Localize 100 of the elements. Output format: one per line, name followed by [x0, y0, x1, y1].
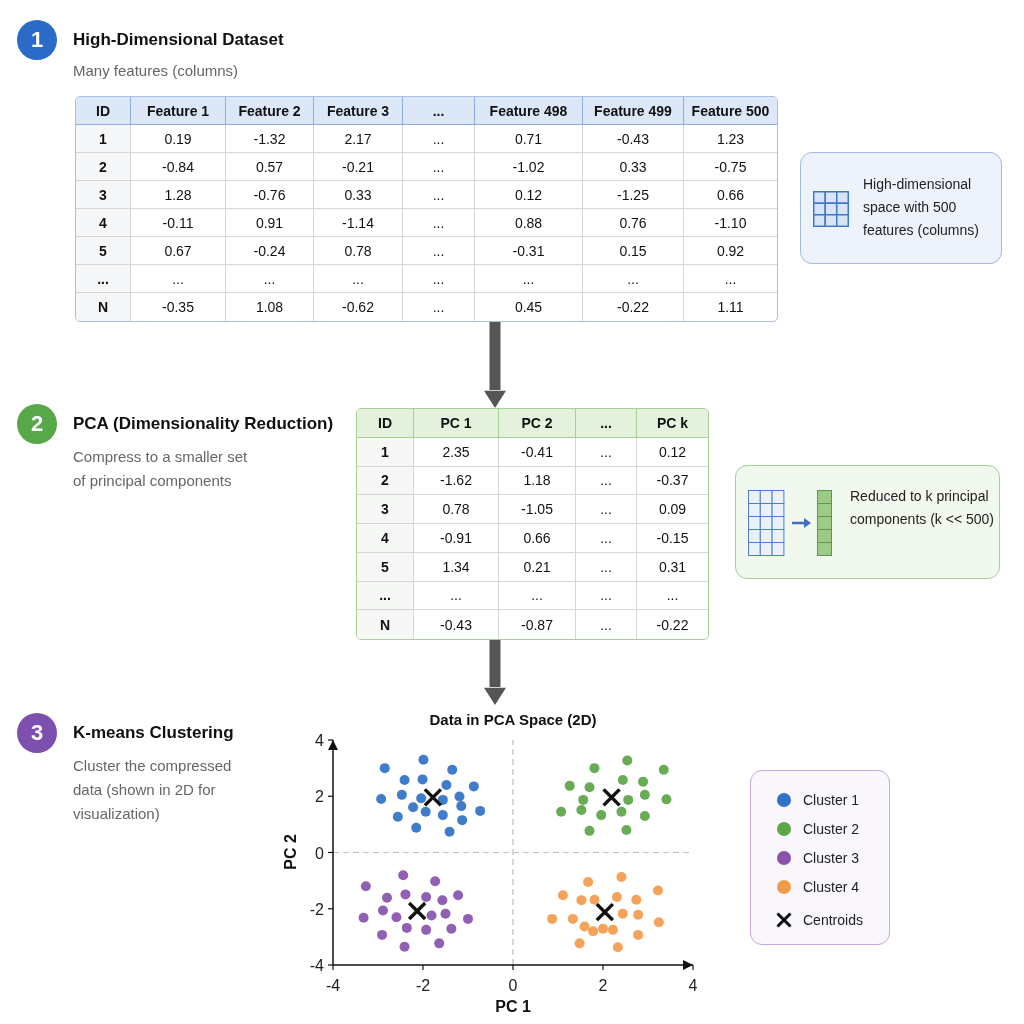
cell-value: 1.08	[226, 293, 314, 321]
cell-value: 0.78	[414, 495, 499, 524]
arrow	[484, 640, 506, 705]
row-label: 3	[76, 181, 131, 209]
cell-value: -1.62	[414, 466, 499, 496]
row-label: 5	[357, 552, 414, 582]
cell-value: ...	[576, 552, 637, 582]
cell-value: -0.43	[583, 125, 684, 153]
row-label: 4	[76, 209, 131, 237]
row-label: ...	[357, 581, 414, 611]
cell-value: -1.02	[475, 153, 583, 181]
cell-value: ...	[576, 437, 637, 467]
column-header: Feature 2	[226, 97, 314, 125]
cell-value: 0.92	[684, 237, 777, 265]
cell-value: -1.25	[583, 181, 684, 209]
cell-value: -1.05	[499, 495, 576, 524]
column-header: Feature 498	[475, 97, 583, 125]
tick-label: -2	[415, 977, 431, 994]
row-label: ...	[76, 265, 131, 293]
cell-value: 0.57	[226, 153, 314, 181]
cell-value: ...	[403, 125, 475, 153]
cell-value: 0.31	[637, 552, 708, 582]
cell-value: -0.21	[314, 153, 403, 181]
tick-label: 0	[315, 844, 324, 862]
cell-value: -0.87	[499, 610, 576, 639]
cell-value: -0.11	[131, 209, 226, 237]
tick-label: 0	[508, 977, 518, 994]
cell-value: ...	[637, 581, 708, 611]
tick-label: -2	[309, 900, 324, 918]
cell-value: -1.14	[314, 209, 403, 237]
cell-value: ...	[576, 524, 637, 553]
chart-title: Data in PCA Space (2D)	[429, 711, 597, 728]
cell-value: -0.22	[583, 293, 684, 321]
cell-value: 0.33	[583, 153, 684, 181]
step-heading: PCA (Dimensionality Reduction)	[73, 413, 334, 435]
cell-value: 1.11	[716, 298, 745, 317]
tick-label: 4	[688, 977, 698, 994]
row-label: 1	[76, 125, 131, 153]
row-label: 2	[357, 466, 414, 496]
cell-value: -0.37	[637, 466, 708, 496]
legend-label: Cluster 4	[803, 878, 860, 896]
cell-value: 0.12	[475, 181, 583, 209]
cell-value: 0.88	[475, 209, 583, 237]
info-card	[800, 152, 1002, 264]
column-header: Feature 500	[684, 97, 777, 125]
row-label: 1	[357, 437, 414, 467]
cell-value: -0.84	[131, 153, 226, 181]
cell-value: ...	[583, 265, 684, 293]
data-table	[356, 408, 709, 640]
cell-value: ...	[576, 495, 637, 524]
cell-value: ...	[226, 265, 314, 293]
info-card	[735, 465, 1000, 579]
tick-label: 4	[315, 732, 324, 749]
cell-value: 0.12	[637, 437, 708, 467]
legend-label: Cluster 2	[803, 820, 860, 838]
cell-value: ...	[576, 466, 637, 496]
tick-label: -4	[309, 957, 324, 974]
cell-value: 1.18	[499, 466, 576, 496]
cell-value: -0.24	[226, 237, 314, 265]
cell-value: -0.76	[226, 181, 314, 209]
row-label: 3	[357, 495, 414, 524]
card-text: Reduced to k principal components (k << 500)	[850, 487, 995, 529]
column-header: ...	[403, 97, 475, 125]
tick-label: 2	[315, 788, 324, 806]
axis-title: PC 2	[282, 834, 299, 870]
cell-value: -0.91	[414, 524, 499, 553]
step-heading: High-Dimensional Dataset	[73, 29, 284, 51]
cell-value: ...	[499, 581, 576, 611]
legend-label: Cluster 3	[803, 849, 860, 867]
cell-value: -0.31	[475, 237, 583, 265]
cell-value: ...	[403, 153, 475, 181]
cell-value: 0.67	[131, 237, 226, 265]
cell-value: 0.19	[131, 125, 226, 153]
cell-value: -1.10	[684, 209, 777, 237]
step-description: Cluster the compressed data (shown in 2D for visualization)	[73, 756, 233, 824]
cell-value: 0.66	[684, 181, 777, 209]
cell-value: ...	[576, 610, 637, 639]
cell-value: -0.15	[637, 524, 708, 553]
cell-value: 0.78	[314, 237, 403, 265]
cell-value: 0.21	[499, 552, 576, 582]
row-label: 2	[76, 153, 131, 181]
cell-value: 2.17	[314, 125, 403, 153]
cell-value: -0.62	[314, 293, 403, 321]
cell-value: ...	[131, 265, 226, 293]
cell-value: ...	[684, 265, 777, 293]
step-number-badge: 3	[17, 713, 57, 753]
step-number-badge: 2	[17, 404, 57, 444]
cell-value: 0.45	[475, 293, 583, 321]
cell-value: ...	[403, 181, 475, 209]
column-header: Feature 499	[583, 97, 684, 125]
column-header: PC 2	[499, 409, 576, 438]
step-description: Compress to a smaller set of principal components	[73, 447, 249, 491]
step-heading: K-means Clustering	[73, 722, 234, 744]
cell-value: ...	[314, 265, 403, 293]
arrow	[484, 322, 506, 408]
cell-value: 2.35	[414, 437, 499, 467]
column-header: Feature 1	[131, 97, 226, 125]
column-header: PC 1	[414, 409, 499, 438]
column-header: ID	[357, 409, 414, 438]
cell-value: -0.41	[499, 437, 576, 467]
